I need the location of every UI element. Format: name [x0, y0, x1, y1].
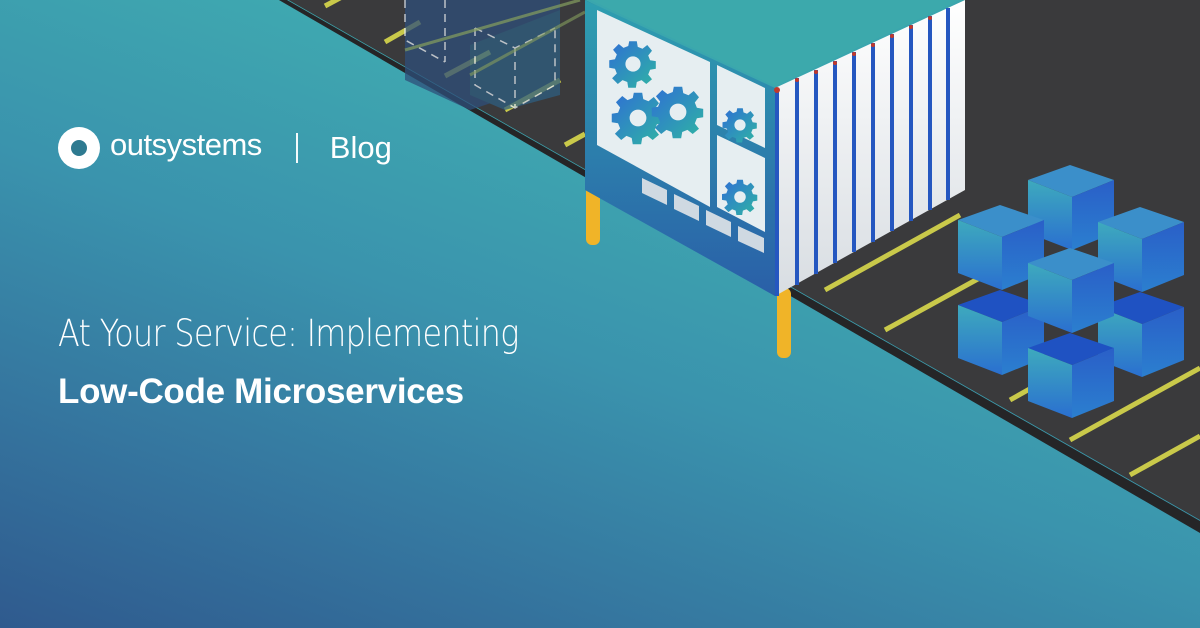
gear-icon: [651, 86, 704, 139]
gear-icon: [722, 108, 757, 143]
wireframe-cube-icon: [404, 0, 586, 110]
headline-line-1: At Your Service: Implementing: [58, 312, 519, 355]
gear-icon: [722, 179, 758, 215]
section-label: Blog: [329, 130, 392, 165]
headline-line-2: Low-Code Microservices: [58, 372, 464, 411]
cube-icon: [1028, 248, 1114, 333]
gear-icon: [611, 92, 664, 145]
outsystems-logo-icon: [58, 127, 100, 169]
gear-icon: [609, 41, 656, 88]
cube-icon: [1028, 333, 1114, 418]
headline: At Your Service: Implementing Low-Code M…: [58, 312, 594, 414]
brand-divider: [295, 133, 298, 163]
cube-cluster: [958, 165, 1184, 418]
brand-name: outsystems: [110, 127, 262, 162]
container-icon: [585, 0, 965, 358]
brand-header: outsystems Blog: [58, 126, 392, 170]
